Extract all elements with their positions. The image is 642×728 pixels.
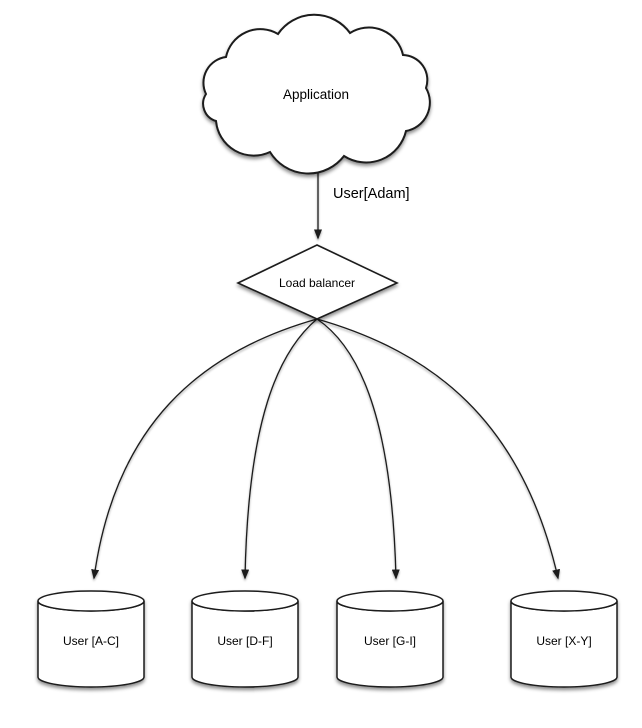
edge-group — [91, 160, 561, 580]
shard-label-2: User [D-F] — [217, 634, 272, 648]
edge-label-user-adam: User[Adam] — [333, 186, 410, 202]
cylinder-top — [37, 590, 145, 612]
cloud-shape — [202, 13, 431, 175]
cylinder-top — [191, 590, 299, 612]
shard-node-3: User [G-I] — [336, 590, 444, 688]
load-balancer-node: Load balancer — [236, 244, 399, 320]
cylinder-top — [510, 590, 618, 612]
shard-label-1: User [A-C] — [63, 634, 119, 648]
edge-load-balancer-to-shard-1 — [91, 318, 318, 580]
shard-node-2: User [D-F] — [191, 590, 299, 688]
diamond-shape — [236, 244, 399, 320]
edge-load-balancer-to-shard-2 — [241, 318, 318, 580]
application-label: Application — [283, 87, 349, 102]
shard-label-4: User [X-Y] — [536, 634, 591, 648]
edge-load-balancer-to-shard-3 — [316, 318, 400, 580]
shard-label-3: User [G-I] — [364, 634, 416, 648]
cylinder-top — [336, 590, 444, 612]
shard-node-4: User [X-Y] — [510, 590, 618, 688]
load-balancer-label: Load balancer — [279, 276, 355, 290]
shard-node-1: User [A-C] — [37, 590, 145, 688]
application-node: Application — [202, 13, 431, 175]
edge-load-balancer-to-shard-4 — [316, 318, 561, 580]
